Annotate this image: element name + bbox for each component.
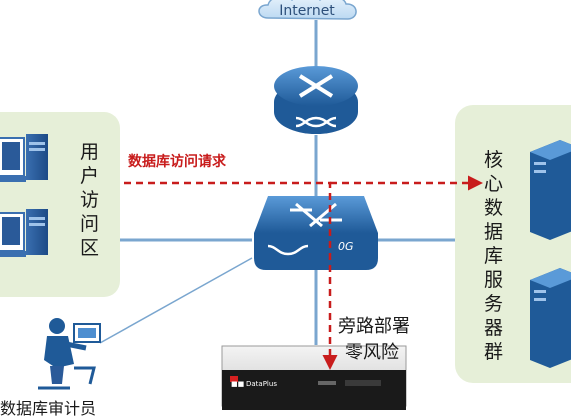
zone-label-char: 库	[484, 245, 504, 267]
zone-label-char: 核	[484, 149, 504, 171]
zone-label-char: 区	[80, 237, 100, 259]
bypass-label-line1: 旁路部署	[338, 316, 410, 337]
appliance-brand-name: DataPlus	[246, 380, 277, 388]
zone-label-char: 务	[484, 293, 504, 315]
zone-label-char: 户	[80, 165, 100, 187]
auditor-label: 数据库审计员	[0, 399, 96, 418]
zone-label-char: 用	[80, 141, 100, 163]
user-pc-icon	[0, 209, 48, 257]
server-icon	[530, 140, 571, 240]
appliance-brand-mark: ■■	[231, 380, 244, 388]
bypass-label-line2: 零风险	[345, 342, 399, 363]
zone-label-char: 数	[484, 197, 504, 219]
zone-label-char: 群	[484, 341, 504, 363]
zone-label-char: 据	[484, 221, 504, 243]
audit-appliance-icon	[221, 345, 407, 410]
internet-label: Internet	[279, 3, 335, 19]
zone-label-char: 器	[484, 317, 504, 339]
switch-badge: 0G	[338, 240, 354, 253]
user-pc-icon	[0, 134, 48, 182]
auditor-icon	[38, 318, 101, 390]
internet-cloud-icon	[258, 0, 357, 20]
server-icon	[530, 268, 571, 368]
router-icon	[274, 66, 358, 134]
server-zone-label: 核心数据库服务器群	[484, 148, 503, 364]
user-zone-label: 用户访问区	[80, 140, 99, 260]
zone-label-char: 服	[484, 269, 504, 291]
zone-label-char: 心	[484, 173, 504, 195]
request-flow-label: 数据库访问请求	[128, 153, 227, 170]
switch-icon	[254, 196, 378, 270]
zone-label-char: 问	[80, 213, 100, 235]
auditor-link	[99, 257, 253, 344]
zone-label-char: 访	[80, 189, 100, 211]
